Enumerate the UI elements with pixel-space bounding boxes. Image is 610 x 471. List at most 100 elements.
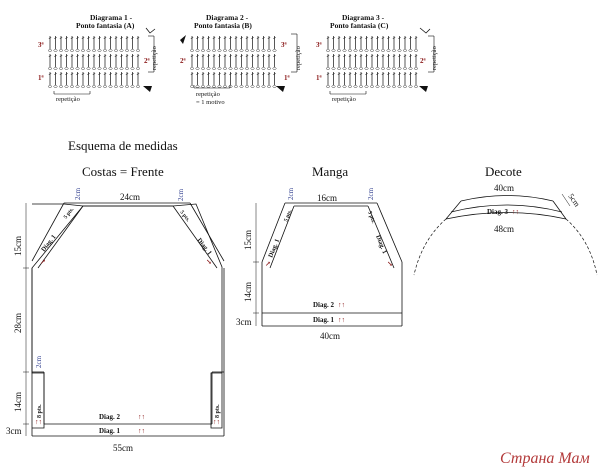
diagram-2-start-arrow — [276, 86, 285, 92]
stitch-crossbar — [332, 73, 335, 75]
chain-stitch — [239, 85, 244, 88]
chain-stitch — [124, 49, 129, 52]
stitch-crossbar — [348, 37, 352, 39]
chain-stitch — [135, 85, 140, 88]
body-band-upper-arrows: ↑↑ — [138, 413, 145, 421]
diagram-3-row-3: 3ª — [316, 41, 323, 49]
body-slit-pts-right: 8 pts. — [215, 404, 221, 418]
stitch-crossbar — [262, 55, 265, 57]
chain-stitch — [113, 67, 118, 70]
chain-stitch — [348, 67, 353, 70]
chain-stitch — [113, 49, 118, 52]
chain-stitch — [359, 67, 364, 70]
chain-stitch — [189, 49, 194, 52]
sleeve-title: Manga — [312, 164, 348, 179]
stitch-crossbar — [98, 73, 101, 75]
chain-stitch — [48, 67, 53, 70]
chain-stitch — [250, 49, 255, 52]
chain-stitch — [403, 85, 408, 88]
chain-stitch — [91, 67, 96, 70]
chain-stitch — [102, 85, 107, 88]
diagram-1-subtitle: Ponto fantasia (A) — [76, 21, 135, 30]
stitch-crossbar — [76, 55, 79, 57]
stitch-crossbar — [387, 37, 390, 39]
stitch-crossbar — [98, 55, 101, 57]
chain-stitch — [80, 85, 85, 88]
chain-stitch — [91, 85, 96, 88]
chain-stitch — [386, 85, 391, 88]
stitch-crossbar — [207, 37, 210, 39]
chain-stitch — [130, 67, 135, 70]
sleeve-band-upper-arrows: ↑↑ — [338, 301, 345, 309]
sleeve-height-cap: 15cm — [243, 230, 253, 250]
chain-stitch — [272, 67, 277, 70]
sleeve-shoulder-pts-left: 5 pts. — [283, 208, 293, 222]
chain-stitch — [59, 85, 64, 88]
stitch-crossbar — [59, 37, 63, 39]
chain-stitch — [130, 49, 135, 52]
watermark: Страна Мам — [500, 450, 590, 467]
stitch-crossbar — [201, 37, 205, 39]
chain-stitch — [86, 67, 91, 70]
chain-stitch — [97, 85, 102, 88]
stitch-crossbar — [190, 73, 194, 75]
stitch-crossbar — [223, 55, 227, 57]
body-height-middle: 28cm — [13, 313, 23, 333]
chain-stitch — [342, 67, 347, 70]
stitch-crossbar — [131, 37, 134, 39]
stitch-crossbar — [81, 55, 85, 57]
chain-stitch — [244, 85, 249, 88]
body-band-upper: Diag. 2 — [99, 413, 121, 421]
chain-stitch — [48, 85, 53, 88]
chain-stitch — [64, 85, 69, 88]
stitch-crossbar — [359, 73, 363, 75]
stitch-crossbar — [359, 37, 363, 39]
chain-stitch — [135, 67, 140, 70]
chain-stitch — [59, 49, 64, 52]
stitch-crossbar — [54, 37, 57, 39]
stitch-crossbar — [48, 37, 52, 39]
chain-stitch — [261, 67, 266, 70]
chain-stitch — [135, 49, 140, 52]
chain-stitch — [75, 85, 80, 88]
stitch-crossbar — [87, 37, 90, 39]
stitch-crossbar — [48, 73, 52, 75]
chain-stitch — [200, 85, 205, 88]
stitch-crossbar — [92, 55, 96, 57]
chain-stitch — [97, 67, 102, 70]
chain-stitch — [250, 85, 255, 88]
stitch-crossbar — [218, 37, 221, 39]
stitch-crossbar — [398, 73, 401, 75]
chain-stitch — [375, 49, 380, 52]
body-slit-arrows-right: ↑↑ — [213, 418, 220, 426]
chain-stitch — [364, 67, 369, 70]
stitch-crossbar — [81, 73, 85, 75]
chain-stitch — [211, 85, 216, 88]
chain-stitch — [326, 85, 331, 88]
stitch-crossbar — [114, 55, 118, 57]
sleeve-band-lower: Diag. 1 — [313, 316, 335, 324]
stitch-crossbar — [267, 73, 271, 75]
chain-stitch — [331, 85, 336, 88]
chain-stitch — [267, 85, 272, 88]
chain-stitch — [364, 85, 369, 88]
chain-stitch — [124, 67, 129, 70]
chain-stitch — [195, 49, 200, 52]
chain-stitch — [408, 49, 413, 52]
stitch-crossbar — [76, 73, 79, 75]
stitch-crossbar — [387, 55, 390, 57]
stitch-crossbar — [59, 55, 63, 57]
stitch-crossbar — [332, 55, 335, 57]
stitch-crossbar — [92, 73, 96, 75]
stitch-crossbar — [409, 73, 412, 75]
chain-stitch — [59, 67, 64, 70]
stitch-crossbar — [354, 37, 357, 39]
stitch-crossbar — [136, 73, 140, 75]
chain-stitch — [48, 49, 53, 52]
stitch-crossbar — [229, 55, 232, 57]
stitch-crossbar — [256, 37, 260, 39]
stitch-crossbar — [370, 55, 374, 57]
diagram-1-end-arrow — [145, 27, 156, 34]
chain-stitch — [331, 67, 336, 70]
stitch-crossbar — [120, 37, 123, 39]
